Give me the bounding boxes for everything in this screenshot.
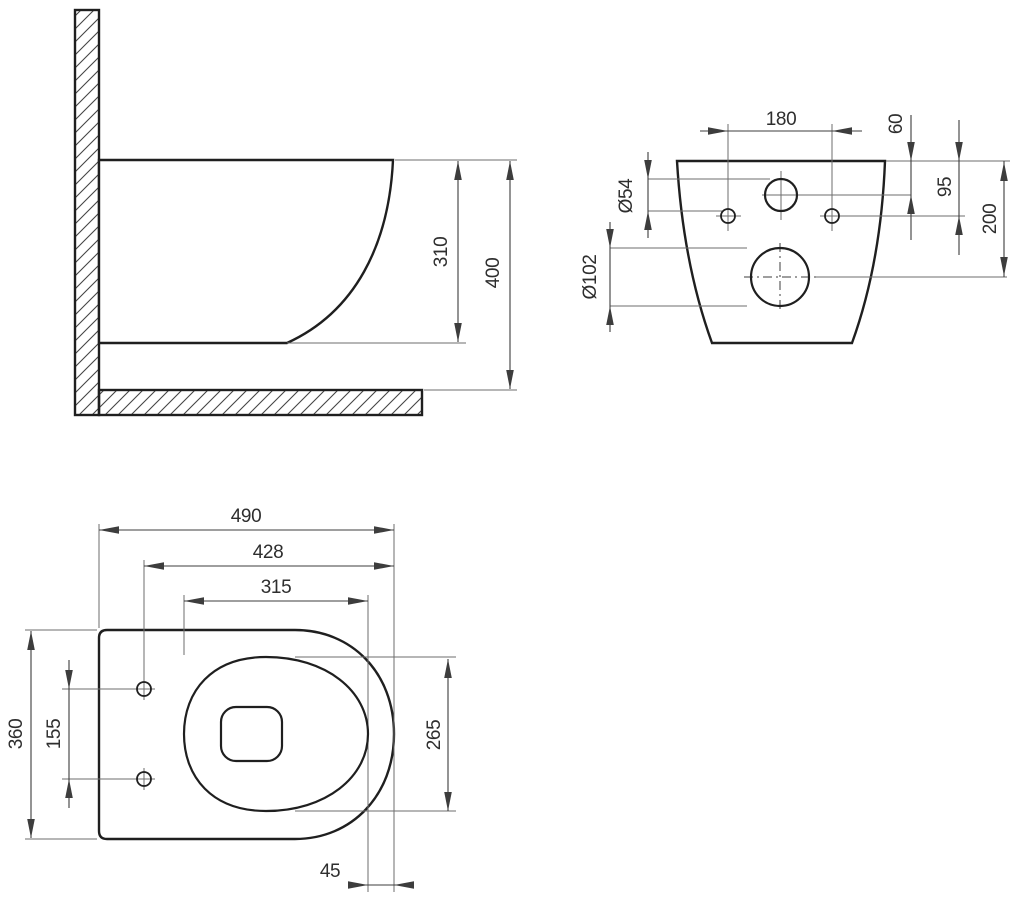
side-view: 310 400 [73, 8, 517, 417]
arrowhead [348, 597, 368, 605]
mounting-hole-bottom [136, 771, 152, 787]
dim-label-total-height: 400 [483, 258, 504, 289]
arrowhead [444, 792, 452, 811]
dim-label-mount-offset: 95 [935, 177, 956, 197]
arrowhead [832, 127, 852, 135]
dim-label-outlet-diameter: Ø102 [580, 255, 601, 300]
dim-label-mount-spacing: 155 [44, 719, 65, 750]
arrowhead [708, 127, 728, 135]
arrowhead [65, 670, 73, 689]
mounting-hole-right [824, 208, 840, 224]
dim-label-total-width: 360 [6, 719, 27, 750]
toilet-plan-outline [97, 628, 396, 841]
arrowhead [27, 819, 35, 838]
dim-label-mount-spacing: 180 [766, 109, 797, 130]
water-inlet-hole [763, 177, 799, 213]
arrowhead [348, 881, 368, 889]
arrowhead [394, 881, 414, 889]
toilet-side-profile [97, 158, 395, 345]
arrowhead [606, 229, 614, 248]
dim-label-inlet-diameter: Ø54 [616, 178, 637, 214]
arrowhead [65, 779, 73, 798]
dim-label-bowl-width: 265 [424, 720, 445, 751]
arrowhead [644, 160, 652, 179]
toilet-rear-outline [675, 159, 887, 345]
arrowhead [1000, 162, 1008, 181]
arrowhead [955, 142, 963, 161]
arrowhead [444, 659, 452, 678]
arrowhead [907, 142, 915, 161]
arrowhead [907, 195, 915, 214]
dim-label-outlet-offset: 200 [980, 204, 1001, 235]
arrowhead [506, 370, 514, 389]
arrowhead [1000, 257, 1008, 276]
arrowhead [27, 631, 35, 650]
arrowhead [606, 306, 614, 325]
arrowhead [454, 161, 462, 180]
waste-outlet-hole [749, 246, 811, 308]
arrowhead [144, 562, 164, 570]
mounting-hole-top [136, 681, 152, 697]
arrowhead [374, 526, 394, 534]
arrowhead [644, 211, 652, 230]
arrowhead [374, 562, 394, 570]
rear-view: 180 60 Ø54 95 200 Ø102 [580, 109, 1010, 345]
mounting-hole-left [720, 208, 736, 224]
dim-label-inlet-offset: 60 [886, 114, 907, 134]
arrowhead [506, 161, 514, 180]
dim-label-bowl-front-gap: 45 [320, 861, 340, 882]
floor-section [97, 388, 424, 417]
dim-label-bowl-length: 315 [261, 577, 292, 598]
dim-label-total-length: 490 [231, 506, 262, 527]
arrowhead [454, 323, 462, 342]
arrowhead [955, 216, 963, 235]
bowl-rim-outline [182, 655, 370, 813]
arrowhead [184, 597, 204, 605]
dim-label-bowl-height: 310 [431, 237, 452, 268]
arrowhead [99, 526, 119, 534]
wall-section [73, 8, 101, 417]
drain-opening [219, 705, 284, 763]
plan-view: 490 428 315 360 155 265 45 [6, 506, 456, 892]
dim-label-mount-to-front: 428 [253, 542, 284, 563]
